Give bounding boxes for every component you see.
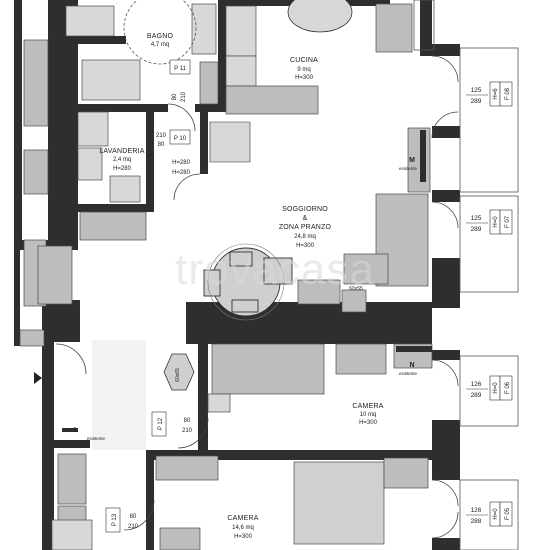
marker-m-label: esistente: [399, 166, 418, 171]
room-camera-2: CAMERA 14,6 mq H=300: [227, 515, 258, 540]
door-p11-code: P 11: [174, 66, 186, 72]
room-bagno-area: 4,7 mq: [151, 42, 169, 48]
room-lavanderia-name: LAVANDERIA: [99, 148, 144, 155]
door-p11-w: 80: [172, 93, 178, 100]
window-f06-code: F 06: [505, 381, 511, 394]
marker-l-label: esistente: [87, 436, 106, 441]
marker-m-letter: M: [409, 157, 415, 164]
room-camera-1: CAMERA 10 mq H=300: [352, 403, 383, 426]
window-f08-hh: H=6: [493, 88, 499, 100]
room-camera-1-name: CAMERA: [352, 403, 383, 410]
room-soggiorno-name-2: &: [303, 215, 308, 222]
window-f07-code: F 07: [505, 215, 511, 228]
room-soggiorno: SOGGIORNO & ZONA PRANZO 24,8 mq H=300: [279, 206, 332, 249]
cabinet-diagonal: [209, 121, 251, 163]
window-f07-hh: H=0: [493, 216, 499, 228]
door-p10-hdim: H=280: [172, 160, 191, 166]
window-f05-hh: H=0: [493, 508, 499, 520]
room-camera-2-area: 14,6 mq: [232, 525, 254, 531]
door-p12-h: 210: [182, 428, 193, 434]
note-table-small: 60x65: [175, 368, 181, 382]
room-camera-2-name: CAMERA: [227, 515, 258, 522]
walls: [14, 0, 460, 550]
window-f06-hh: H=0: [493, 382, 499, 394]
door-p13-w: 80: [130, 514, 137, 520]
door-p10-w: 80: [158, 142, 165, 148]
door-p11-h: 210: [181, 91, 187, 102]
marker-l: L esistente: [74, 427, 106, 441]
window-f06: 126 289 H=0 F 06: [466, 375, 513, 401]
window-f07-w: 125: [471, 215, 482, 222]
wheelchair-radius: [123, 0, 197, 65]
entrance-arrow-icon: [34, 372, 42, 384]
furniture: [19, 3, 433, 550]
room-soggiorno-name-1: SOGGIORNO: [282, 206, 328, 213]
room-camera-1-height: H=300: [359, 420, 378, 426]
dining-table: [203, 247, 293, 317]
window-f06-h: 289: [471, 392, 482, 399]
room-lavanderia-area: 2,4 mq: [113, 157, 131, 163]
room-soggiorno-area: 24,8 mq: [294, 234, 316, 240]
window-f06-w: 126: [471, 381, 482, 388]
corridor: [92, 340, 146, 450]
door-p10-code: P 10: [174, 136, 187, 142]
window-f05-h: 288: [471, 518, 482, 525]
door-p11: P 11 80 210: [169, 59, 191, 102]
radiators: [62, 130, 432, 432]
marker-n: N esistente: [399, 362, 418, 376]
door-p12: P 12 80 210: [151, 411, 193, 437]
room-bagno-name: BAGNO: [147, 33, 174, 40]
room-cucina-area: 9 mq: [297, 67, 310, 73]
door-p12-w: 80: [184, 418, 191, 424]
room-cucina-height: H=300: [295, 75, 314, 81]
note-table-big: 60x55: [349, 286, 363, 292]
room-camera-2-height: H=300: [234, 534, 253, 540]
watermark: trovacasa: [175, 245, 375, 294]
window-f08: 125 289 H=6 F 08: [466, 81, 513, 107]
window-bands: [413, 0, 519, 550]
window-f08-h: 289: [471, 98, 482, 105]
side-table: [163, 353, 195, 391]
room-soggiorno-name-3: ZONA PRANZO: [279, 224, 332, 231]
marker-m: M esistente: [399, 157, 418, 171]
door-p13-code: P 13: [112, 513, 118, 526]
window-f08-code: F 08: [505, 87, 511, 100]
room-lavanderia-height: H=280: [113, 166, 132, 172]
window-f08-w: 125: [471, 87, 482, 94]
room-soggiorno-height: H=300: [296, 243, 315, 249]
window-f07: 125 289 H=0 F 07: [466, 209, 513, 235]
window-f05-code: F 05: [505, 507, 511, 520]
window-f05: 126 288 H=0 F 05: [466, 501, 513, 527]
window-f05-w: 126: [471, 507, 482, 514]
room-cucina-name: CUCINA: [290, 57, 318, 64]
door-swings: [55, 55, 459, 539]
marker-n-letter: N: [409, 362, 414, 369]
room-bagno: BAGNO 4,7 mq: [147, 33, 174, 48]
marker-n-label: esistente: [399, 371, 418, 376]
door-p13: P 13 80 210: [105, 507, 139, 533]
room-camera-1-area: 10 mq: [360, 412, 377, 418]
door-p11-hdim: H=280: [172, 170, 191, 176]
marker-l-letter: L: [74, 427, 79, 434]
door-p10-h: 210: [156, 133, 167, 139]
room-lavanderia: LAVANDERIA 2,4 mq H=280: [99, 148, 144, 172]
dining-chairs-ring: [207, 243, 285, 321]
kitchen-table: [287, 0, 353, 33]
door-p10: P 10 80 210 H=280 H=280: [156, 129, 191, 176]
room-cucina: CUCINA 9 mq H=300: [290, 57, 318, 81]
window-f07-h: 289: [471, 226, 482, 233]
door-p12-code: P 12: [158, 417, 164, 430]
door-p13-h: 210: [128, 524, 139, 530]
